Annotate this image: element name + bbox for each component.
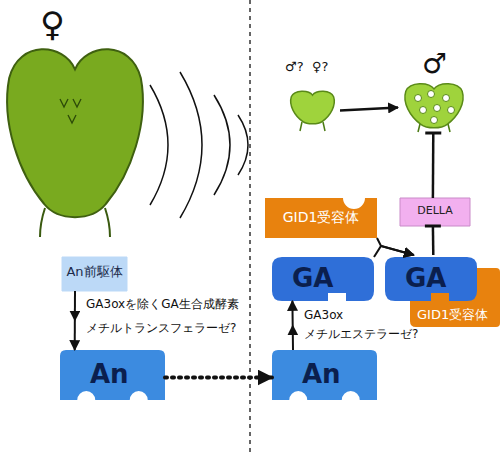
rhizoid-line: [105, 208, 110, 237]
antheridium-dot: [431, 117, 438, 124]
rhizoid-line: [448, 124, 450, 132]
rhizoid-line: [418, 124, 420, 132]
enzyme-label: メチルエステラーゼ?: [304, 328, 418, 342]
sex-symbol: ♂?: [285, 60, 304, 75]
gemma-mark: [60, 99, 68, 107]
compound-name: GA: [292, 264, 333, 294]
antheridium-dot: [443, 95, 450, 102]
inhibition-line: [432, 226, 435, 255]
thallus-shape: [405, 84, 463, 128]
rhizoid-line: [40, 208, 45, 237]
sex-symbol: ♀?: [312, 60, 328, 75]
receptor-complex: GID1受容体 GA: [385, 255, 500, 327]
enzyme-label: GA3ox: [304, 309, 343, 323]
antheridium-dot: [420, 107, 427, 114]
hormone-box: GA: [272, 257, 374, 301]
box-shape: [62, 257, 127, 291]
antheridium-dot: [448, 107, 455, 114]
box-shape: [400, 198, 470, 226]
binding-arrow: [374, 246, 414, 257]
antheridium-dot: [415, 95, 422, 102]
divider-line: [249, 0, 251, 454]
flow-arrow: [340, 108, 398, 111]
hormone-shape: [272, 350, 377, 400]
protein-name: DELLA: [400, 205, 470, 218]
gemma-mark: [73, 99, 81, 107]
compound-name: An: [90, 360, 129, 390]
inhibition-line: [432, 133, 435, 198]
hormone-box: GA: [385, 257, 477, 301]
thallus-shape: [291, 91, 335, 124]
enzyme-label: GA3oxを除くGA生合成酵素: [86, 298, 239, 312]
binding-arrow: [377, 238, 414, 255]
node-outline: [0, 5, 150, 240]
sex-symbol: ♂: [422, 48, 447, 80]
compound-name: An: [302, 360, 341, 390]
transport-arrow: [165, 376, 272, 380]
young-thallus: ♂? ♀?: [285, 60, 340, 132]
rhizoid-line: [300, 122, 302, 131]
rhizoid-line: [323, 122, 325, 131]
male-thallus: ♂: [398, 48, 470, 133]
hormone-box: An: [272, 350, 377, 400]
thallus-shape: [7, 49, 143, 217]
conversion-arrow: [291, 301, 294, 350]
hormone-shape: [60, 350, 165, 400]
hormone-shape: [385, 257, 477, 301]
receptor-box: GID1受容体: [265, 198, 377, 238]
receptor-name: GID1受容体: [265, 209, 377, 225]
enzyme-label: メチルトランスフェラーゼ?: [86, 322, 236, 336]
antheridium-dot: [428, 91, 435, 98]
female-thallus: ♀: [0, 5, 150, 240]
sex-symbol: ♀: [40, 5, 65, 44]
protein-box: DELLA: [400, 198, 470, 226]
sound-wave: [150, 85, 168, 205]
precursor-box: An前駆体: [62, 257, 127, 291]
compound-name: An前駆体: [62, 265, 127, 280]
gemma-mark: [68, 115, 76, 123]
receptor-name: GID1受容体: [417, 308, 488, 323]
sound-wave: [180, 72, 202, 218]
sound-wave: [214, 95, 230, 195]
receptor-shape: [265, 198, 377, 238]
compound-name: GA: [405, 264, 446, 294]
synthesis-arrow: [74, 291, 76, 350]
sound-wave: [238, 115, 248, 175]
antheridium-dot: [434, 105, 441, 112]
hormone-box: An: [60, 350, 165, 400]
hormone-shape: [272, 257, 374, 301]
